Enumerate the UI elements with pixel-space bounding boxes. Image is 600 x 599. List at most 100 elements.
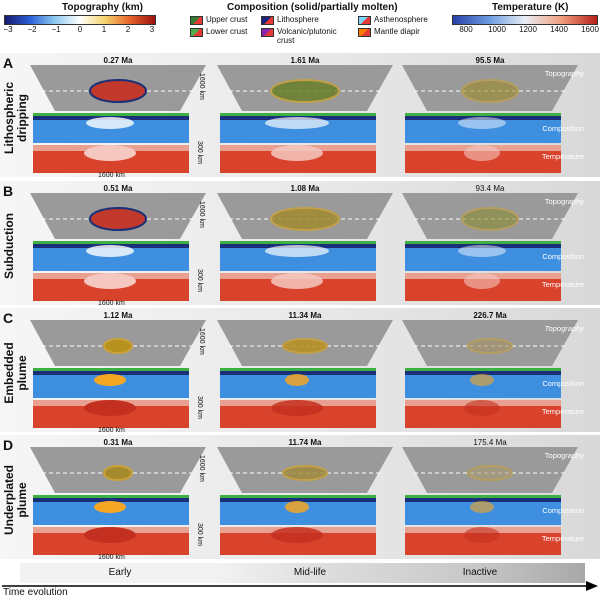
legend-swatch bbox=[261, 28, 274, 37]
time-label: 175.4 Ma bbox=[473, 438, 507, 447]
height-scale-label: 300 km bbox=[196, 269, 203, 292]
row-letter: C bbox=[3, 310, 14, 326]
composition-legend-item: Lower crust bbox=[190, 27, 247, 37]
thermal-anomaly bbox=[271, 527, 323, 543]
legend-swatch bbox=[261, 16, 274, 25]
lithosphere-layer bbox=[405, 244, 561, 248]
stage-inactive: Inactive bbox=[462, 567, 498, 578]
topography-anomaly bbox=[89, 79, 147, 103]
row-name-line: Subduction bbox=[2, 213, 16, 279]
composition-legend-item: Lithosphere bbox=[261, 15, 319, 25]
model-panel bbox=[217, 193, 393, 301]
topography-panel-label: Topography bbox=[544, 197, 584, 206]
composition-panel-label: Composition bbox=[542, 252, 584, 261]
topography-panel-label: Topography bbox=[544, 451, 584, 460]
composition-legend-title: Composition (solid/partially molten) bbox=[227, 2, 398, 13]
topography-tick: 0 bbox=[77, 25, 83, 34]
anomaly-body bbox=[265, 117, 329, 129]
topography-tick: −1 bbox=[51, 25, 61, 34]
lithosphere-layer bbox=[220, 371, 376, 375]
temperature-tick: 1400 bbox=[550, 25, 568, 34]
topography-anomaly bbox=[270, 79, 340, 103]
topography-anomaly bbox=[461, 207, 519, 231]
crust-layer bbox=[33, 495, 189, 498]
crust-layer bbox=[220, 241, 376, 244]
model-panel bbox=[402, 320, 578, 428]
anomaly-body bbox=[470, 501, 494, 513]
width-scale-label: 1600 km bbox=[98, 300, 125, 307]
model-panel bbox=[30, 320, 206, 428]
anomaly-body bbox=[94, 501, 126, 513]
lithosphere-layer bbox=[33, 371, 189, 375]
legend-swatch bbox=[190, 16, 203, 25]
legend-label: Asthenosphere bbox=[374, 15, 428, 24]
composition-legend-item: Upper crust bbox=[190, 15, 247, 25]
time-label: 93.4 Ma bbox=[475, 184, 505, 193]
depth-scale-label: 1600 km bbox=[198, 328, 205, 355]
time-label: 11.34 Ma bbox=[288, 311, 322, 320]
time-label: 0.27 Ma bbox=[103, 56, 133, 65]
crust-layer bbox=[33, 368, 189, 371]
composition-panel-label: Composition bbox=[542, 506, 584, 515]
time-label: 95.5 Ma bbox=[475, 56, 505, 65]
time-label: 11.74 Ma bbox=[288, 438, 322, 447]
thermal-anomaly bbox=[271, 400, 323, 416]
temperature-tick: 1200 bbox=[519, 25, 537, 34]
temperature-legend-title: Temperature (K) bbox=[492, 2, 569, 13]
legend-label: Upper crust bbox=[206, 15, 248, 24]
width-scale-label: 1600 km bbox=[98, 427, 125, 434]
topography-anomaly bbox=[467, 465, 513, 481]
depth-scale-label: 1600 km bbox=[198, 455, 205, 482]
temperature-panel-label: Temperature bbox=[541, 152, 584, 161]
lithosphere-layer bbox=[33, 498, 189, 502]
legend-swatch bbox=[358, 16, 371, 25]
lithosphere-layer bbox=[405, 371, 561, 375]
crust-layer bbox=[405, 368, 561, 371]
topography-anomaly bbox=[103, 465, 133, 481]
topography-legend-title: Topography (km) bbox=[62, 2, 143, 13]
thermal-anomaly bbox=[84, 145, 136, 161]
anomaly-body bbox=[285, 501, 309, 513]
temperature-colorbar bbox=[452, 15, 598, 25]
model-panel bbox=[217, 320, 393, 428]
topography-tick: 1 bbox=[101, 25, 107, 34]
composition-legend-item: Mantle diapir bbox=[358, 27, 420, 37]
topography-colorbar bbox=[4, 15, 156, 25]
model-panel bbox=[30, 65, 206, 173]
legend-swatch bbox=[358, 28, 371, 37]
topography-anomaly bbox=[103, 338, 133, 354]
model-panel bbox=[217, 65, 393, 173]
anomaly-body bbox=[86, 245, 134, 257]
time-arrow bbox=[2, 581, 598, 591]
time-evolution-label: Time evolution bbox=[3, 587, 68, 598]
thermal-anomaly bbox=[84, 527, 136, 543]
width-scale-label: 1600 km bbox=[98, 172, 125, 179]
thermal-anomaly bbox=[464, 145, 500, 161]
row-name-line: plume bbox=[15, 482, 29, 518]
crust-layer bbox=[220, 495, 376, 498]
legend-label: Volcanic/plutonic crust bbox=[277, 27, 337, 45]
thermal-anomaly bbox=[271, 145, 323, 161]
topography-tick: −3 bbox=[3, 25, 13, 34]
model-panel bbox=[402, 193, 578, 301]
anomaly-body bbox=[94, 374, 126, 386]
composition-panel-label: Composition bbox=[542, 379, 584, 388]
temperature-panel-label: Temperature bbox=[541, 534, 584, 543]
composition-panel-label: Composition bbox=[542, 124, 584, 133]
row-letter: D bbox=[3, 437, 14, 453]
crust-layer bbox=[33, 241, 189, 244]
anomaly-body bbox=[458, 117, 506, 129]
temperature-tick: 1000 bbox=[488, 25, 506, 34]
legend-swatch bbox=[190, 28, 203, 37]
topography-anomaly bbox=[467, 338, 513, 354]
model-panel bbox=[217, 447, 393, 555]
width-scale-label: 1600 km bbox=[98, 554, 125, 561]
time-label: 1.61 Ma bbox=[290, 56, 320, 65]
time-label: 1.08 Ma bbox=[290, 184, 320, 193]
topography-tick: 3 bbox=[149, 25, 155, 34]
crust-layer bbox=[220, 368, 376, 371]
row-name-line: dripping bbox=[15, 94, 29, 142]
